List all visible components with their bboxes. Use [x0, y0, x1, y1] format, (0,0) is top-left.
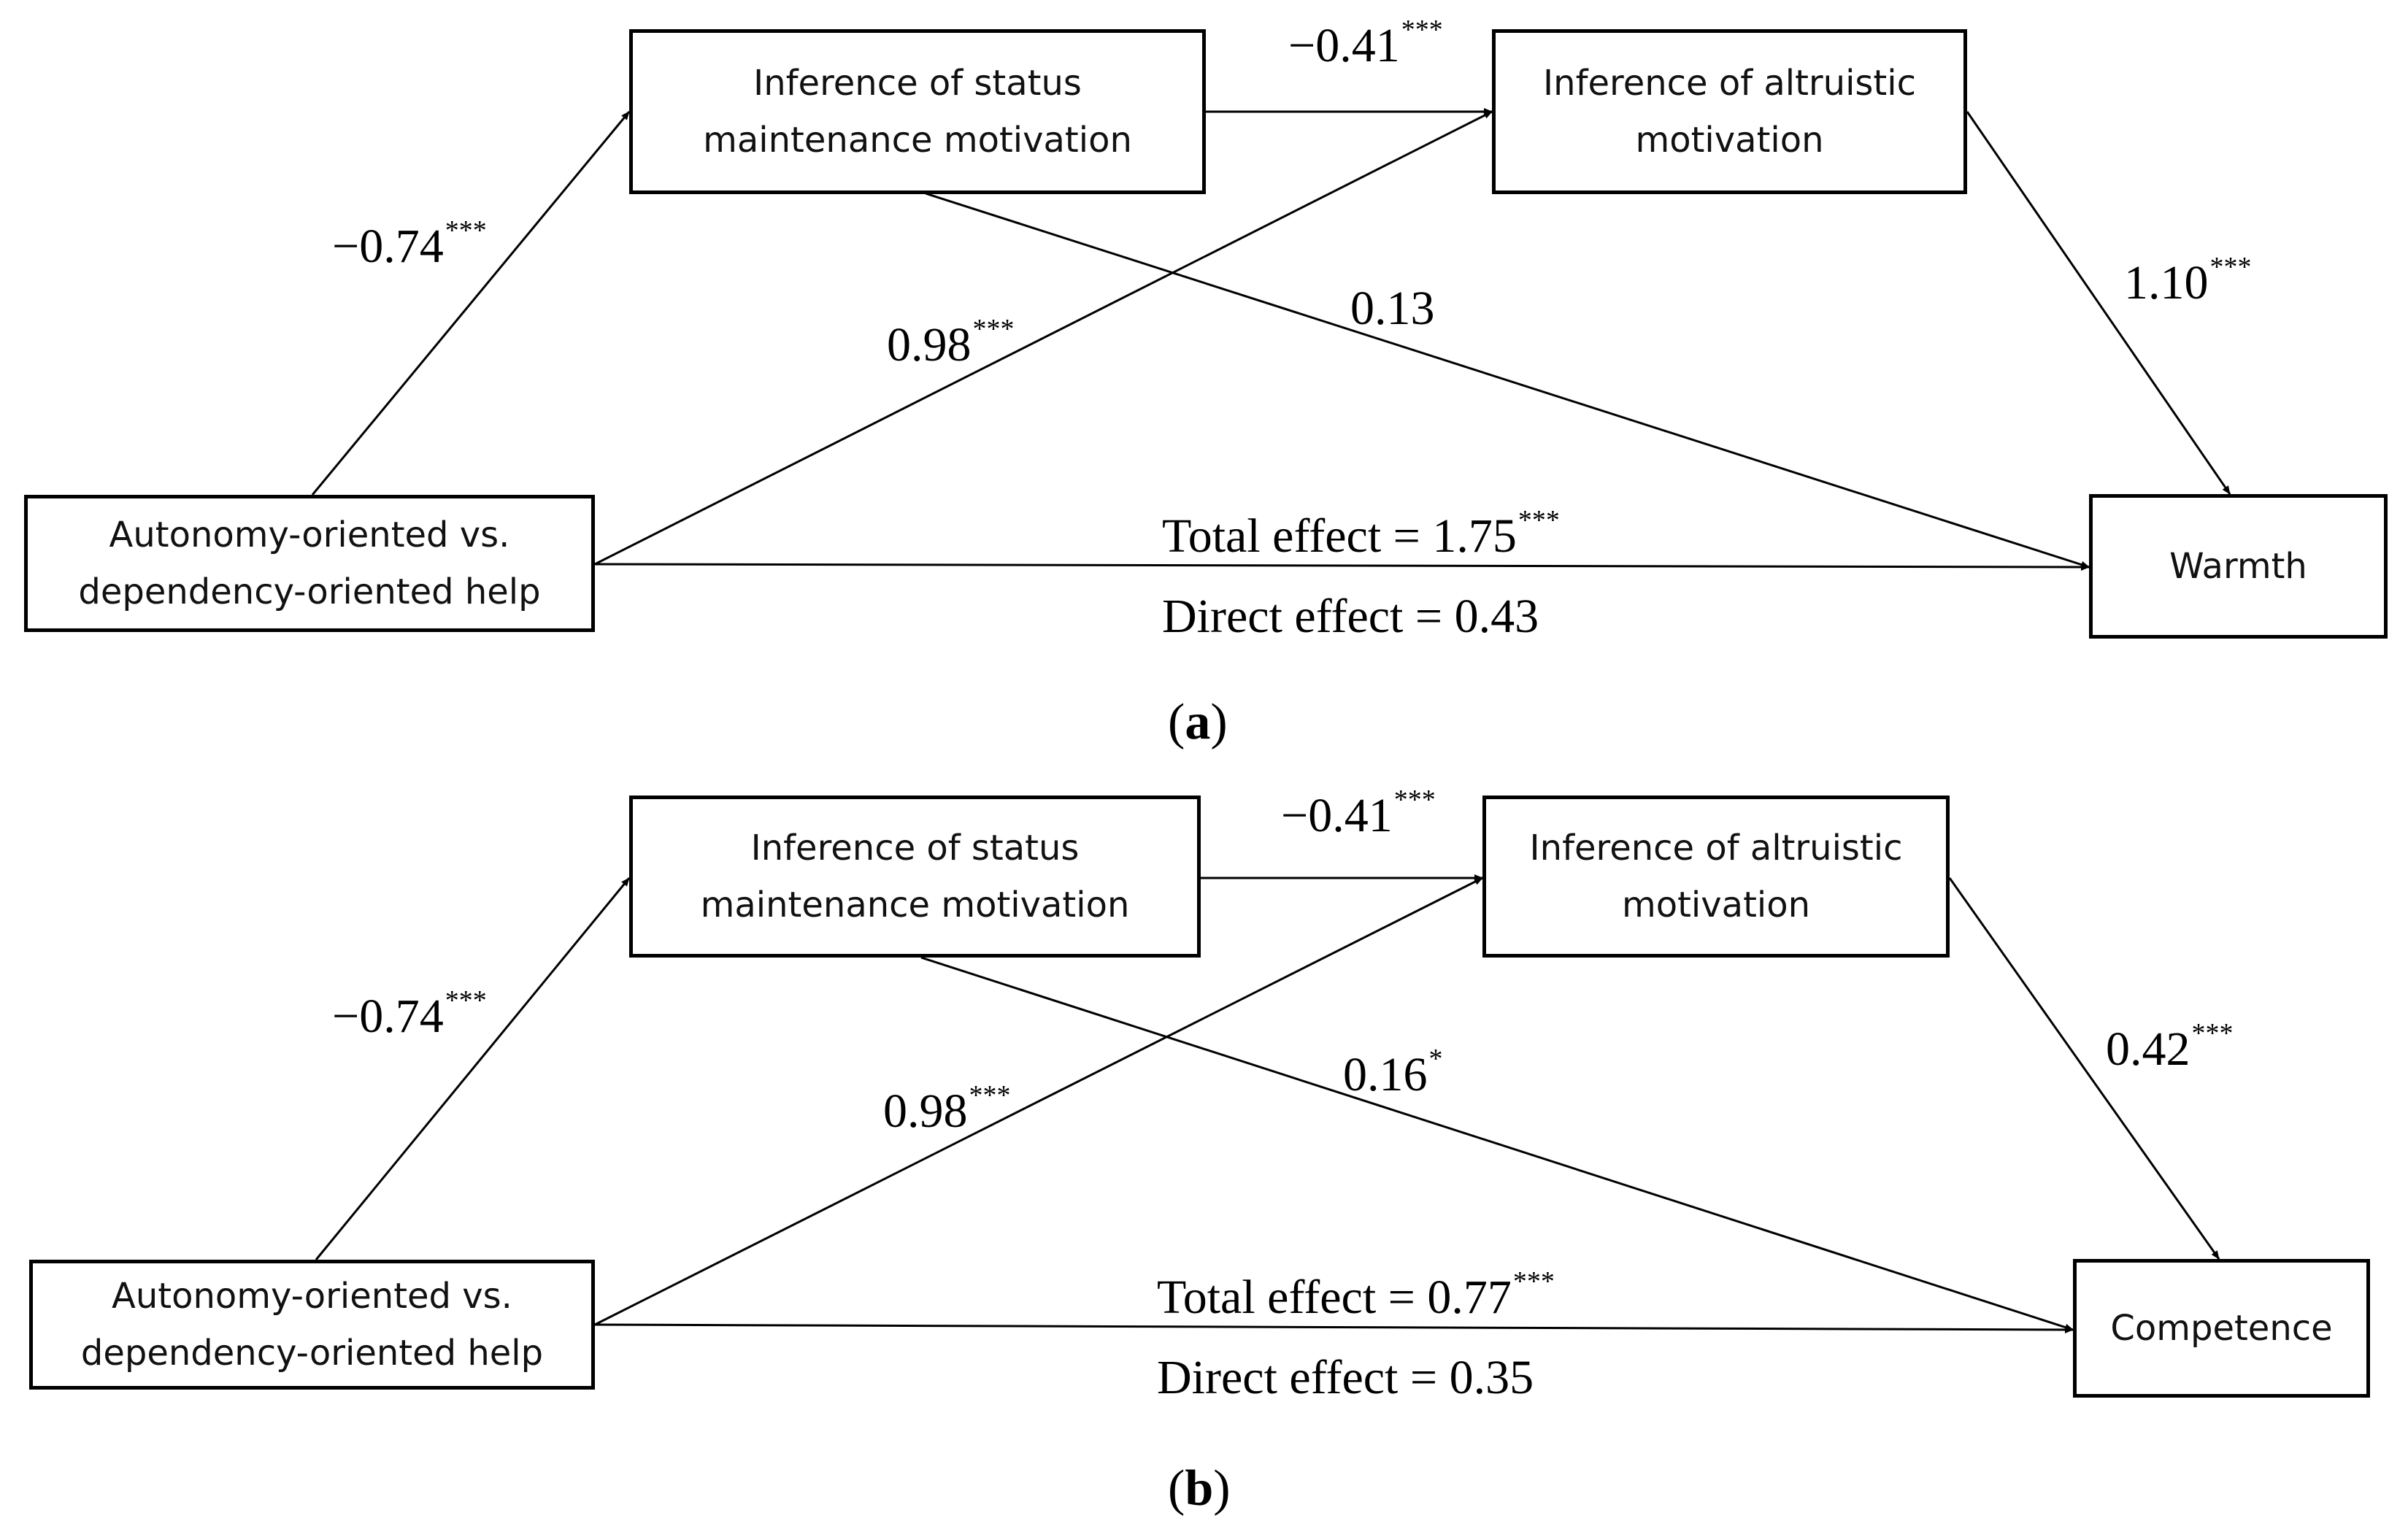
coef-x-m2: 0.98***: [887, 314, 1015, 371]
coef-m1-m2: −0.41***: [1281, 785, 1436, 842]
box-mediator-altruistic: Inference of altruistic motivation: [1492, 29, 1967, 194]
coef-m1-m2: −0.41***: [1288, 15, 1443, 72]
box-line: motivation: [1621, 885, 1811, 925]
box-predictor: Autonomy-oriented vs. dependency-oriente…: [24, 495, 595, 632]
box-line: dependency-oriented help: [80, 1333, 544, 1374]
box-line: Competence: [2110, 1308, 2333, 1349]
box-line: dependency-oriented help: [78, 571, 541, 612]
box-line: Inference of status: [753, 63, 1082, 104]
box-predictor: Autonomy-oriented vs. dependency-oriente…: [29, 1260, 595, 1390]
arrow-a-x-m2: [594, 110, 1493, 566]
arrow-a-m2-y: [1966, 111, 2231, 495]
box-line: Autonomy-oriented vs.: [112, 1276, 512, 1317]
arrow-a-x-y: [594, 563, 2090, 571]
box-mediator-status: Inference of status maintenance motivati…: [629, 796, 1201, 958]
box-line: Autonomy-oriented vs.: [109, 515, 510, 555]
box-line: Inference of altruistic: [1543, 63, 1916, 104]
box-line: motivation: [1635, 120, 1824, 161]
arrow-a-m1-y: [925, 192, 2090, 569]
box-outcome: Competence: [2073, 1259, 2370, 1398]
box-line: maintenance motivation: [703, 120, 1132, 161]
coef-m1-y: 0.16*: [1343, 1044, 1443, 1101]
arrow-b-x-y: [594, 1323, 2074, 1333]
box-mediator-status: Inference of status maintenance motivati…: [629, 29, 1206, 194]
arrow-b-x-m1: [315, 877, 631, 1260]
total-effect: Total effect = 1.75***: [1162, 505, 1560, 563]
coef-x-m1: −0.74***: [332, 985, 487, 1043]
panel-label: (b): [1168, 1460, 1231, 1517]
panel-label: (a): [1168, 694, 1228, 750]
box-outcome: Warmth: [2089, 494, 2388, 639]
box-mediator-altruistic: Inference of altruistic motivation: [1482, 796, 1950, 958]
coef-m1-y: 0.13: [1350, 282, 1435, 335]
arrow-a-x-m1: [311, 111, 631, 496]
arrow-b-m1-y: [920, 956, 2074, 1331]
coef-x-m2: 0.98***: [883, 1080, 1011, 1138]
box-line: Inference of altruistic: [1529, 828, 1903, 869]
arrow-b-x-m2: [594, 877, 1483, 1326]
box-line: Warmth: [2169, 546, 2307, 587]
box-line: Inference of status: [750, 828, 1080, 869]
arrow-b-m2-y: [1948, 877, 2220, 1260]
direct-effect: Direct effect = 0.43: [1162, 590, 1539, 643]
coef-m2-y: 0.42***: [2106, 1018, 2234, 1076]
direct-effect: Direct effect = 0.35: [1157, 1351, 1534, 1404]
total-effect: Total effect = 0.77***: [1157, 1266, 1555, 1324]
coef-m2-y: 1.10***: [2124, 252, 2252, 309]
box-line: maintenance motivation: [700, 885, 1130, 925]
coef-x-m1: −0.74***: [332, 215, 487, 273]
